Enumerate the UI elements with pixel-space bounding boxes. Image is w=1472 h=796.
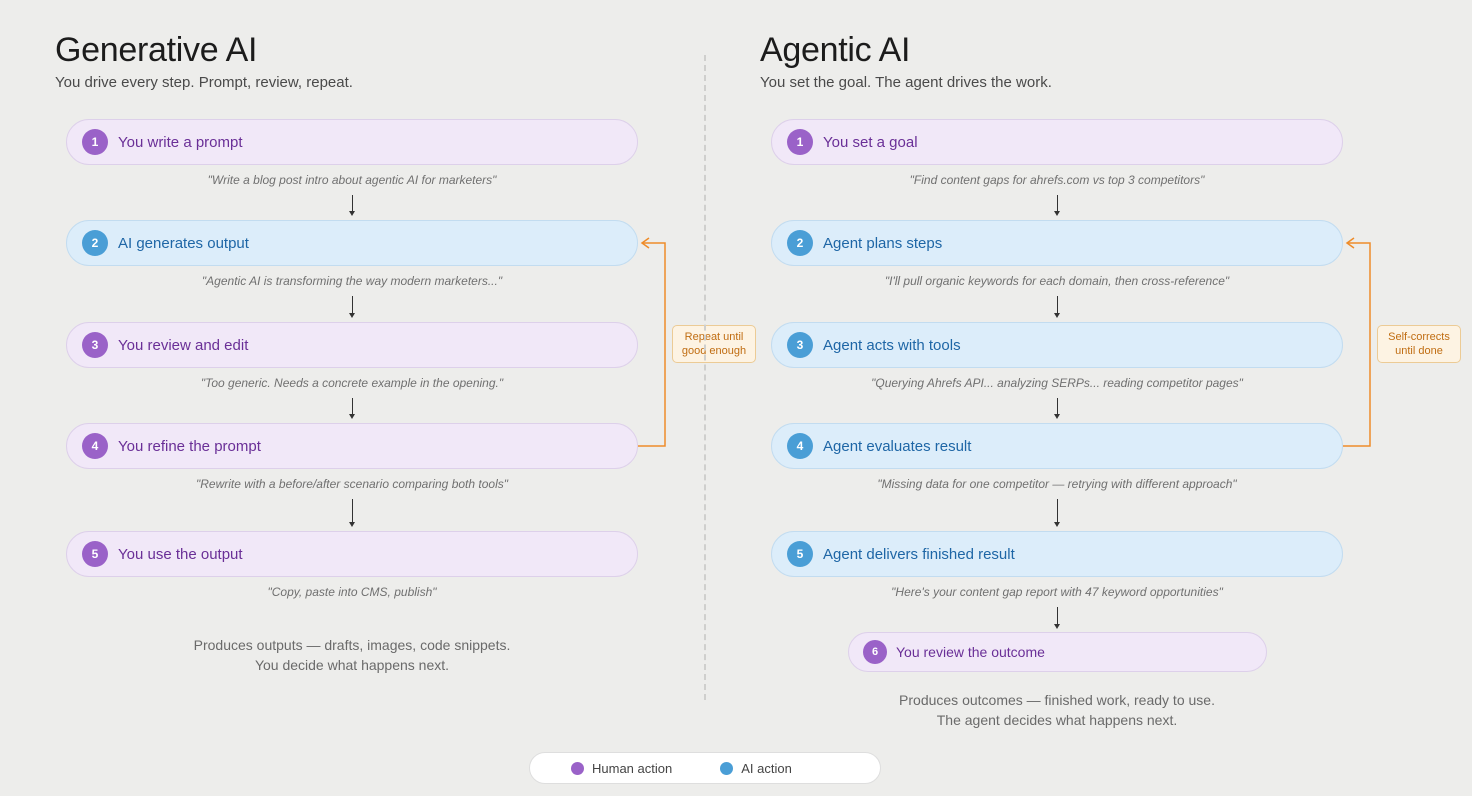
down-arrow-icon [1054,398,1060,419]
step-number-badge: 3 [82,332,108,358]
down-arrow-icon [1054,195,1060,216]
step-write-prompt: 1 You write a prompt [66,119,638,165]
step-example: "Copy, paste into CMS, publish" [267,585,437,599]
legend-label: Human action [592,760,673,776]
self-correct-loop-arrow-icon [1343,237,1371,447]
step-number-badge: 4 [787,433,813,459]
step-number-badge: 1 [82,129,108,155]
down-arrow-icon [1054,296,1060,318]
step-agent-evaluates: 4 Agent evaluates result [771,423,1343,469]
loop-label-line: Repeat until [684,331,744,343]
step-set-goal: 1 You set a goal [771,119,1343,165]
repeat-loop-arrow-icon [638,237,666,447]
down-arrow-icon [349,499,355,527]
summary-line: You decide what happens next. [254,657,450,673]
step-label: Agent acts with tools [823,336,961,354]
step-example: "Missing data for one competitor — retry… [877,477,1237,491]
step-example: "Find content gaps for ahrefs.com vs top… [909,173,1205,187]
step-number-badge: 1 [787,129,813,155]
summary: Produces outputs — drafts, images, code … [66,635,638,675]
step-number-badge: 6 [863,640,887,664]
step-ai-generates: 2 AI generates output [66,220,638,266]
ai-dot-icon [720,761,734,775]
generative-ai-panel: Generative AI You drive every step. Prom… [0,0,756,796]
step-agent-acts: 3 Agent acts with tools [771,322,1343,368]
step-number-badge: 3 [787,332,813,358]
panel-divider [704,55,706,700]
step-refine-prompt: 4 You refine the prompt [66,423,638,469]
step-label: You use the output [118,545,243,563]
step-example: "Agentic AI is transforming the way mode… [201,274,503,288]
legend-item-ai: AI action [720,761,792,776]
step-review-outcome: 6 You review the outcome [848,632,1267,672]
step-label: You refine the prompt [118,437,261,455]
step-example: "Rewrite with a before/after scenario co… [195,477,508,491]
step-number-badge: 2 [787,230,813,256]
step-label: Agent delivers finished result [823,545,1015,563]
step-number-badge: 5 [82,541,108,567]
step-label: Agent evaluates result [823,437,972,455]
legend: Human action AI action [529,752,881,784]
step-number-badge: 4 [82,433,108,459]
down-arrow-icon [349,296,355,318]
loop-label-line: good enough [681,345,747,357]
summary: Produces outcomes — finished work, ready… [771,690,1343,730]
loop-label: Self-corrects until done [1377,325,1461,363]
panel-subtitle: You set the goal. The agent drives the w… [760,74,1052,91]
step-example: "I'll pull organic keywords for each dom… [884,274,1230,288]
step-label: You set a goal [823,133,918,151]
step-review-edit: 3 You review and edit [66,322,638,368]
step-example: "Querying Ahrefs API... analyzing SERPs.… [871,376,1243,390]
step-number-badge: 5 [787,541,813,567]
down-arrow-icon [1054,499,1060,527]
loop-label: Repeat until good enough [672,325,756,363]
panel-title: Generative AI [55,31,258,69]
step-example: "Write a blog post intro about agentic A… [207,173,497,187]
step-label: You review and edit [118,336,249,354]
summary-line: Produces outputs — drafts, images, code … [193,637,511,653]
step-agent-delivers: 5 Agent delivers finished result [771,531,1343,577]
summary-line: Produces outcomes — finished work, ready… [899,692,1215,708]
loop-label-line: Self-corrects [1388,331,1450,343]
loop-label-line: until done [1395,345,1443,357]
agentic-ai-panel: Agentic AI You set the goal. The agent d… [705,0,1461,796]
step-label: You review the outcome [896,644,1045,660]
summary-line: The agent decides what happens next. [936,712,1178,728]
panel-subtitle: You drive every step. Prompt, review, re… [55,74,353,91]
legend-item-human: Human action [571,761,672,776]
step-number-badge: 2 [82,230,108,256]
legend-label: AI action [741,760,792,776]
step-label: Agent plans steps [823,234,943,252]
step-label: You write a prompt [118,133,243,151]
down-arrow-icon [1054,607,1060,629]
down-arrow-icon [349,398,355,419]
step-example: "Here's your content gap report with 47 … [891,585,1223,599]
panel-title: Agentic AI [760,31,911,69]
step-example: "Too generic. Needs a concrete example i… [200,376,504,390]
step-use-output: 5 You use the output [66,531,638,577]
step-agent-plans: 2 Agent plans steps [771,220,1343,266]
human-dot-icon [571,761,584,775]
down-arrow-icon [349,195,355,216]
step-label: AI generates output [118,234,249,252]
